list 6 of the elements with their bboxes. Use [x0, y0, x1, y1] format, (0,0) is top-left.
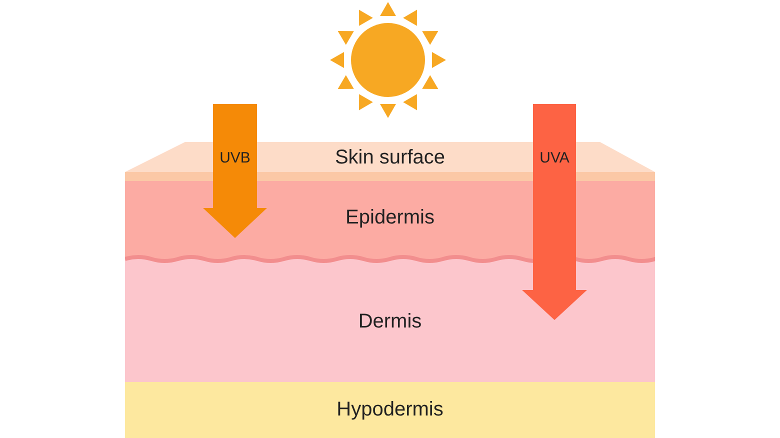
arrow-label: UVB: [220, 150, 250, 166]
layer-label: Epidermis: [346, 206, 434, 230]
arrow-label: UVA: [540, 150, 570, 166]
layer-label: Hypodermis: [336, 398, 444, 422]
layer-label: Skin surface: [334, 146, 446, 170]
layer-label: Dermis: [358, 310, 422, 334]
